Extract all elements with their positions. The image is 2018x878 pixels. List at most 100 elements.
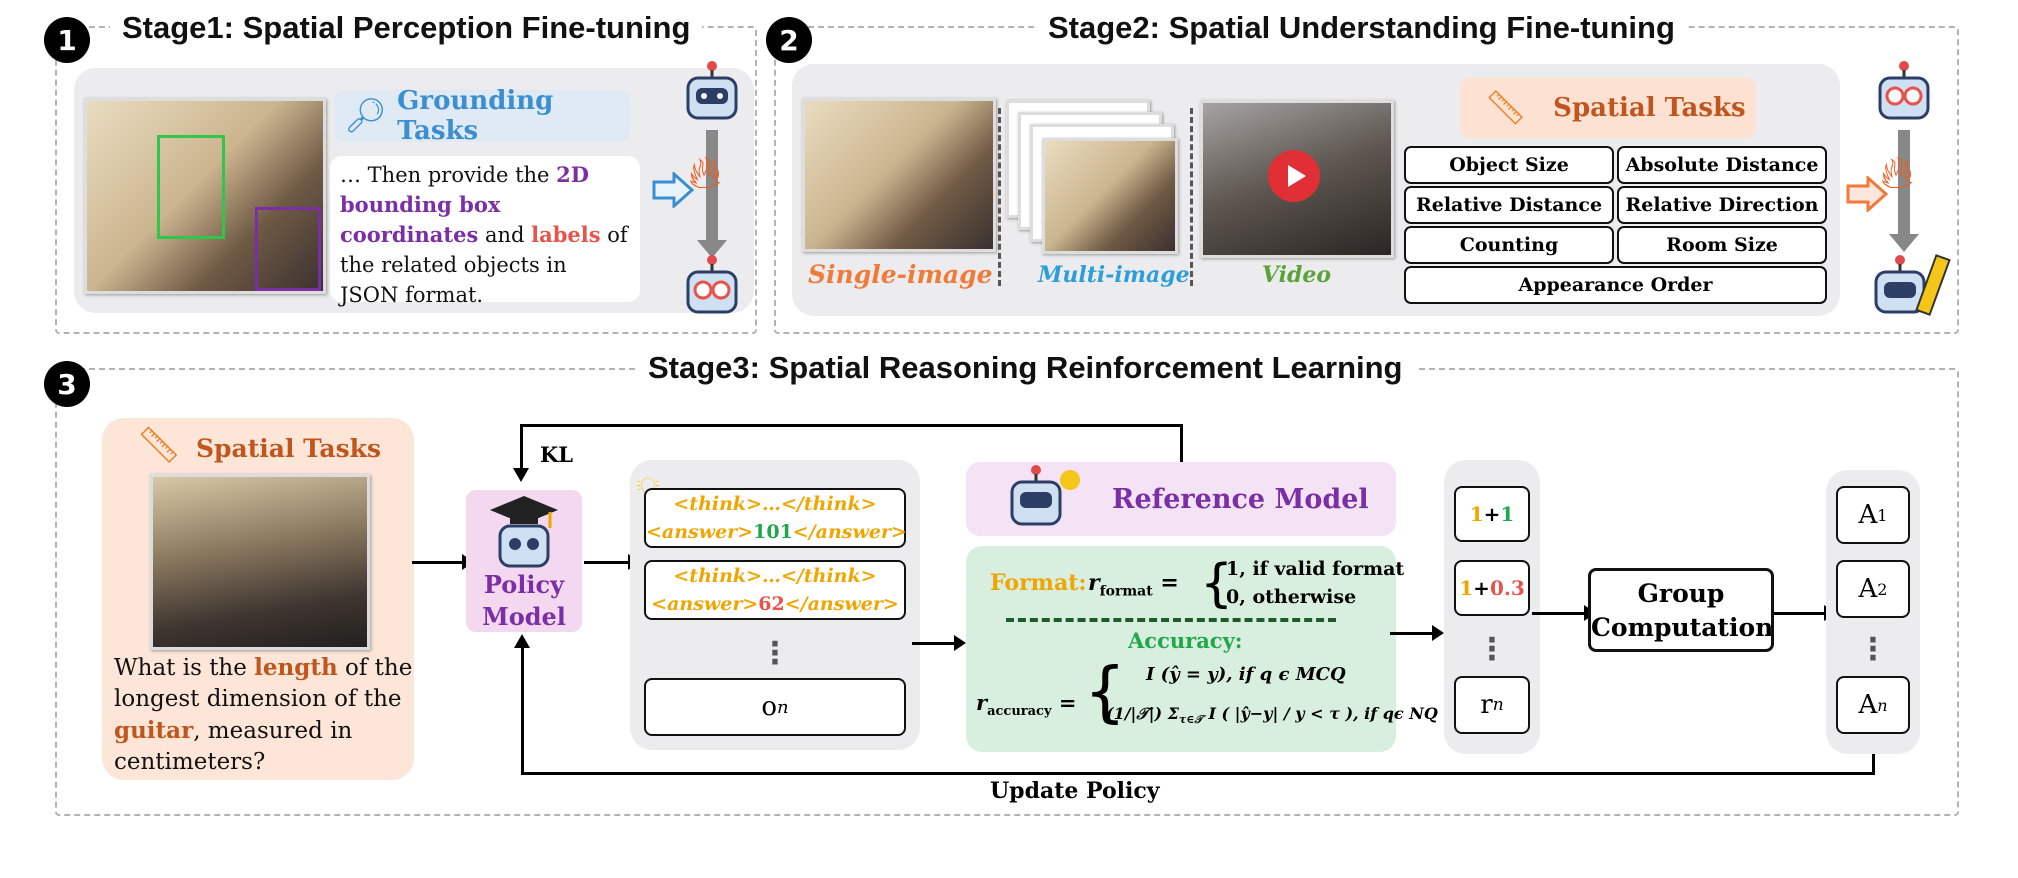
kl-label: KL — [540, 442, 574, 467]
question-highlight-guitar: guitar — [114, 717, 194, 744]
bbox-chair — [255, 207, 321, 291]
stage1-input-arrow — [652, 172, 695, 208]
output-1-answer: <answer>101</answer> — [646, 521, 907, 543]
task-object-size: Object Size — [1404, 146, 1614, 184]
bbox-bookshelf — [157, 135, 225, 239]
accuracy-case-2: (1/|𝒯|) Στ∈𝒯 I ( |ŷ−y| / y < τ ), if qϵ … — [1106, 704, 1438, 727]
reward-divider — [1006, 618, 1336, 622]
policy-label-line2: Model — [482, 602, 566, 631]
prompt-text-post: of the related objects in JSON format. — [340, 223, 628, 307]
stage2-title: Stage2: Spatial Understanding Fine-tunin… — [1036, 10, 1687, 46]
stage1-room-image — [84, 98, 326, 294]
update-arrowhead — [514, 634, 530, 648]
prompt-highlight-labels: labels — [531, 222, 601, 247]
group-computation-box: Group Computation — [1588, 568, 1774, 652]
fine-tune-arrow-stage1 — [706, 130, 718, 240]
robot-icon-glasses-stage2 — [1878, 61, 1930, 120]
format-brace: { — [1200, 554, 1234, 614]
kl-loop-line-top — [520, 424, 1183, 427]
accuracy-label: Accuracy: — [1128, 628, 1243, 653]
stage3-spatial-tasks-title: Spatial Tasks — [196, 434, 382, 463]
task-relative-distance: Relative Distance — [1404, 186, 1614, 224]
question-text-pre: What is the — [114, 655, 255, 681]
kl-loop-line-vertical-left — [520, 424, 523, 468]
update-policy-label: Update Policy — [990, 778, 1160, 804]
stage3-number-badge: 3 — [44, 361, 90, 407]
arrow-policy-to-outputs — [584, 554, 640, 570]
question-highlight-length: length — [254, 654, 338, 681]
group-label-line1: Group — [1637, 579, 1725, 608]
update-loop-right — [1872, 754, 1875, 774]
output-2: <think>…</think> <answer>62</answer> — [644, 560, 906, 620]
output-2-value: 62 — [758, 593, 785, 615]
divider-1 — [998, 108, 1001, 286]
format-equation-lhs: rformat = — [1088, 570, 1179, 600]
multi-image-front — [1042, 138, 1178, 254]
format-case-1: 1, if valid format — [1226, 558, 1405, 580]
output-1-value: 101 — [753, 521, 793, 543]
arrow-outputs-to-reward — [912, 635, 966, 651]
update-loop-left — [521, 646, 524, 775]
ruler-pencil-icon: 📏︎ — [1484, 88, 1528, 128]
prompt-text-pre: … Then provide the — [340, 163, 557, 187]
question-text-mid: of the longest dimension of the — [114, 655, 413, 712]
graduate-robot-icon — [490, 496, 558, 568]
prompt-highlight-bbox: 2D bounding box coordinates — [340, 162, 589, 247]
outputs-ellipsis: ··· — [769, 627, 781, 680]
grounding-tasks-header: 🔎︎ Grounding Tasks — [334, 86, 630, 146]
stage2-input-arrow — [1846, 176, 1889, 212]
policy-label-line1: Policy — [483, 570, 565, 599]
stage2-spatial-tasks-title: Spatial Tasks — [1553, 93, 1746, 123]
output-1: <think>…</think> <answer>101</answer> — [644, 488, 907, 548]
output-1-think: <think>…</think> — [673, 493, 877, 515]
robot-icon-before — [686, 61, 738, 120]
output-2-answer: <answer>62</answer> — [651, 593, 899, 615]
format-case-2: 0, otherwise — [1226, 586, 1357, 608]
task-appearance-order: Appearance Order — [1404, 266, 1827, 304]
reference-robot-icon — [1010, 465, 1080, 526]
single-image-label: Single-image — [808, 260, 993, 289]
arrow-task-to-policy — [412, 554, 474, 570]
grounding-tasks-title: Grounding Tasks — [397, 86, 554, 146]
robot-icon-ruler-stage2 — [1874, 254, 1951, 316]
fine-tune-arrowhead-stage1 — [697, 240, 727, 258]
score-1: 1+1 — [1454, 486, 1530, 542]
fire-icon-stage1: 🔥︎ — [688, 145, 722, 199]
fine-tune-arrowhead-stage2 — [1889, 234, 1919, 252]
accuracy-equation-lhs: raccuracy = — [976, 690, 1077, 720]
kl-loop-line-vertical-right — [1180, 424, 1183, 466]
output-2-think: <think>…</think> — [673, 565, 877, 587]
stage3-ruler-icon: 📏︎ — [136, 425, 182, 466]
stage2-number-badge: 2 — [766, 17, 812, 63]
task-absolute-distance: Absolute Distance — [1617, 146, 1827, 184]
score-2: 1+0.3 — [1454, 560, 1530, 616]
accuracy-case-1: I (ŷ = y), if q ϵ MCQ — [1146, 664, 1346, 685]
stage3-title: Stage3: Spatial Reasoning Reinforcement … — [636, 350, 1415, 386]
single-image-thumbnail — [802, 98, 996, 252]
group-label-line2: Computation — [1591, 613, 1774, 642]
kl-arrowhead — [513, 468, 529, 482]
update-loop-bottom — [521, 772, 1875, 775]
divider-2 — [1190, 108, 1193, 286]
fire-icon-stage2: 🔥︎ — [1880, 145, 1914, 199]
guitar-room-image — [150, 474, 370, 650]
reference-model-label: Reference Model — [1112, 484, 1369, 515]
play-button-icon[interactable] — [1268, 150, 1320, 202]
grounding-prompt: … Then provide the 2D bounding box coord… — [330, 156, 640, 307]
task-counting: Counting — [1404, 226, 1614, 264]
prompt-text-mid: and — [478, 223, 532, 247]
reward-box — [966, 546, 1396, 752]
fine-tune-arrow-stage2 — [1898, 130, 1910, 235]
arrow-group-to-advantages — [1774, 605, 1836, 621]
accuracy-brace: { — [1084, 653, 1126, 730]
question-text-post: , measured in centimeters? — [114, 718, 353, 775]
task-room-size: Room Size — [1617, 226, 1827, 264]
arrow-scores-to-group — [1532, 605, 1596, 621]
format-label: Format: — [990, 570, 1087, 596]
advantages-ellipsis: ··· — [1867, 623, 1879, 676]
